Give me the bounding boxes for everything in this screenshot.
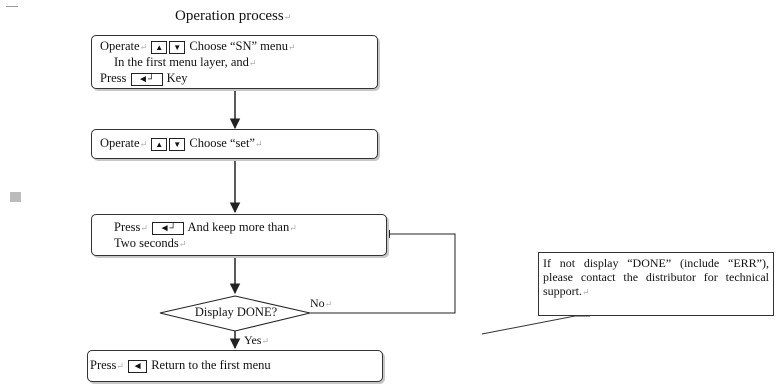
step-1-press: Press — [100, 71, 127, 85]
step-2-box: Operate↵ ▲▼ Choose “set”↵ — [91, 129, 378, 159]
down-key-icon: ▼ — [169, 40, 186, 54]
step-3-press: Press — [114, 220, 141, 234]
no-loop-line — [310, 233, 456, 314]
step-3-rest: And keep more than — [187, 220, 290, 234]
corner-mark — [6, 6, 18, 7]
margin-square-icon — [10, 192, 21, 202]
step-4-press: Press — [90, 358, 117, 372]
no-label: No↵ — [310, 296, 333, 310]
step-1-choose: Choose “SN” menu — [189, 39, 288, 53]
step-3-line2: Two seconds — [114, 236, 179, 250]
step-3-box: Press↵ ◄┘ And keep more than↵ Two second… — [91, 214, 387, 256]
step-1-key: Key — [166, 71, 188, 85]
step-2-operate: Operate — [100, 136, 140, 150]
step-4-rest: Return to the first menu — [151, 358, 271, 372]
decision-label: Display DONE? — [194, 305, 278, 319]
step-1-operate: Operate — [100, 39, 140, 53]
step-2-choose: Choose “set” — [189, 136, 255, 150]
enter-key-icon: ◄┘ — [152, 221, 185, 235]
yes-label: Yes↵ — [244, 333, 270, 347]
down-key-icon: ▼ — [169, 137, 186, 151]
enter-key-icon: ◄┘ — [130, 72, 163, 86]
callout-text: If not display “DONE” (include “ERR”), p… — [543, 256, 769, 298]
up-key-icon: ▲ — [151, 137, 168, 151]
callout-note: If not display “DONE” (include “ERR”), p… — [538, 252, 774, 316]
step-4-box: Press↵ ◄ Return to the first menu — [87, 350, 383, 382]
up-key-icon: ▲ — [151, 40, 168, 54]
diagram-title: Operation process↵ — [175, 8, 292, 24]
left-arrow-key-icon: ◄ — [128, 359, 148, 373]
step-1-line2: In the first menu layer, and — [114, 55, 249, 69]
step-1-box: Operate↵ ▲▼ Choose “SN” menu↵ In the fir… — [91, 35, 378, 89]
callout-pointer — [481, 315, 590, 335]
